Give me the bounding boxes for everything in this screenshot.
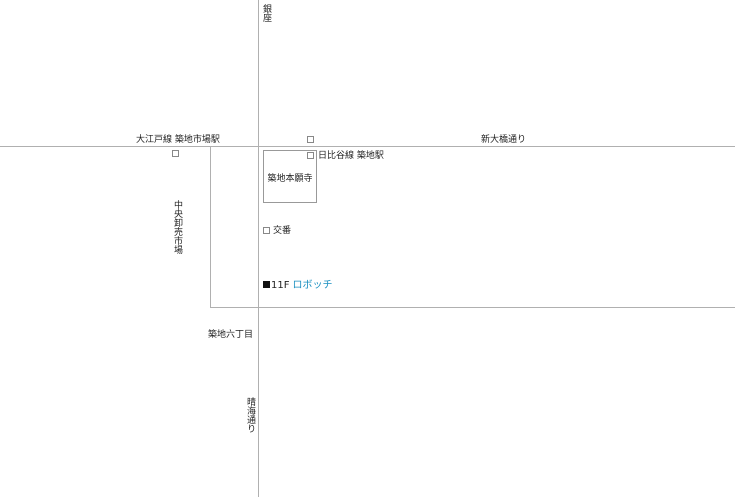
- label-tsukiji-honganji: 築地本願寺: [267, 174, 313, 184]
- label-koban: 交番: [273, 226, 292, 236]
- road-horizontal-lower: [210, 307, 735, 308]
- label-ginza: 銀座: [261, 4, 271, 22]
- label-central-wholesale-market: 中央卸売市場: [172, 200, 182, 254]
- road-vertical-harumi: [258, 0, 259, 497]
- road-horizontal-shin-ohashi: [0, 146, 735, 147]
- hollow-square-icon: [172, 150, 179, 157]
- destination-floor: 11F: [271, 280, 290, 291]
- label-hibiya-tsukiji-station: 日比谷線 築地駅: [318, 151, 384, 161]
- hollow-square-icon: [307, 152, 314, 159]
- hollow-square-icon: [307, 136, 314, 143]
- road-vertical-market-side: [210, 146, 211, 308]
- hollow-square-icon: [263, 227, 270, 234]
- label-oedo-tsukijishijo-station: 大江戸線 築地市場駅: [136, 135, 220, 145]
- label-harumi-dori: 晴海通り: [245, 397, 255, 433]
- label-tsukiji-6chome: 築地六丁目: [208, 330, 254, 340]
- label-shin-ohashi-dori: 新大橋通り: [481, 135, 527, 145]
- destination-shop-name[interactable]: ロボッチ: [292, 280, 333, 291]
- filled-square-icon: [263, 281, 270, 288]
